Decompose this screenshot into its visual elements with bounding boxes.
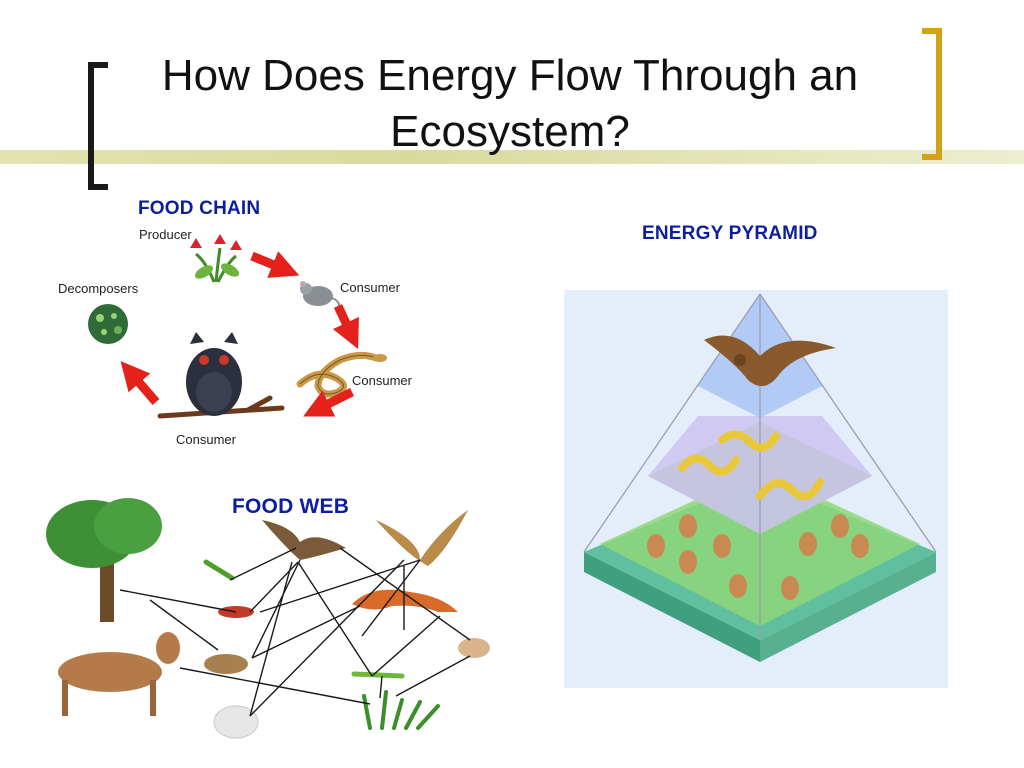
producer-label: Producer: [139, 227, 192, 242]
slide-title: How Does Energy Flow Through an Ecosyste…: [161, 51, 859, 156]
food-chain-arrows: [120, 251, 359, 417]
grass-icon: [362, 690, 440, 730]
deer-icon: [58, 632, 180, 716]
snakes-icon: [678, 430, 824, 501]
eagle-icon: [704, 335, 836, 387]
energy-pyramid-diagram: [564, 290, 948, 688]
right-bracket-decoration: [922, 28, 942, 160]
food-web-links: [119, 547, 471, 717]
title-band: [0, 150, 1024, 164]
web-owl-icon: [262, 520, 346, 560]
chipmunk-icon: [204, 654, 248, 674]
fox-icon: [352, 589, 458, 612]
web-mouse-icon: [458, 638, 490, 658]
consumer-label-owl: Consumer: [176, 432, 236, 447]
food-web-heading: FOOD WEB: [232, 495, 350, 518]
consumer-label-mouse: Consumer: [340, 280, 400, 295]
rabbits-icon: [647, 514, 869, 600]
decomposers-label: Decomposers: [58, 281, 139, 296]
hawk-icon: [376, 510, 468, 566]
grasshopper-icon-2: [351, 671, 405, 679]
consumer-label-snake: Consumer: [352, 373, 412, 388]
white-rabbit-icon: [213, 705, 259, 739]
left-bracket-decoration: [88, 62, 108, 190]
owl-consumer-icon: [157, 332, 285, 419]
grasshopper-icon: [203, 559, 235, 581]
food-chain-heading: FOOD CHAIN: [138, 198, 261, 219]
decomposers-icon: [88, 304, 128, 344]
energy-pyramid-heading: ENERGY PYRAMID: [642, 223, 818, 244]
producer-plant-icon: [190, 234, 242, 283]
tree-icon: [46, 498, 162, 622]
